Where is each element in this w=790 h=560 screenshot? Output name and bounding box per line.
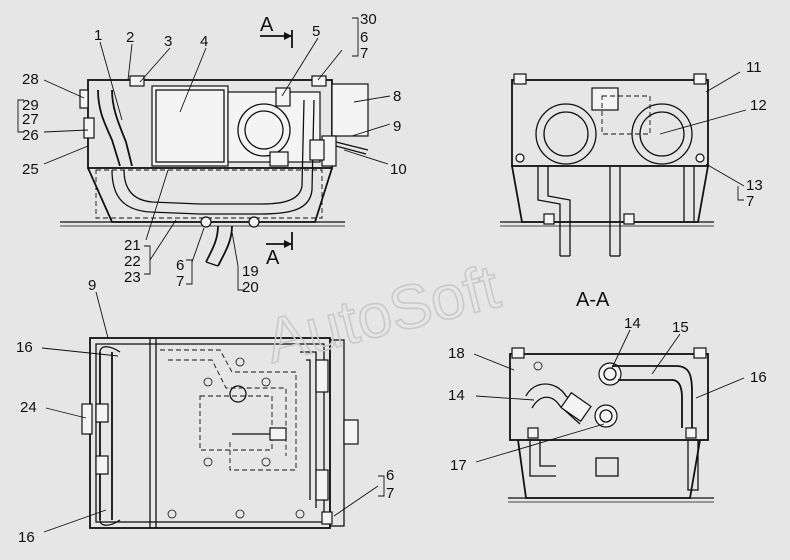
label-29: 29 <box>22 97 39 114</box>
fan-circle-outer <box>237 103 291 157</box>
front-view <box>60 75 369 267</box>
label-8: 8 <box>393 88 401 105</box>
label-5: 5 <box>312 23 320 40</box>
label-6-mid: 6 <box>176 257 184 274</box>
outlet-pipe <box>205 225 219 263</box>
callout-labels: 1 2 3 4 5 30 6 7 8 9 10 28 29 27 26 25 2… <box>16 11 767 546</box>
section-letter-bottom: A <box>266 247 280 269</box>
label-3: 3 <box>164 33 172 50</box>
label-24: 24 <box>20 399 37 416</box>
label-27: 27 <box>22 111 39 128</box>
label-7-top: 7 <box>360 45 368 62</box>
side-fan-left <box>535 103 597 165</box>
label-6-top: 6 <box>360 29 368 46</box>
fan-circle-inner <box>244 110 284 150</box>
label-13: 13 <box>746 177 763 194</box>
section-view-title: A-A <box>576 289 610 311</box>
label-25: 25 <box>22 161 39 178</box>
label-2: 2 <box>126 29 134 46</box>
label-1: 1 <box>94 27 102 44</box>
heater-unit <box>151 85 229 167</box>
label-21: 21 <box>124 237 141 254</box>
label-16-right: 16 <box>750 369 767 386</box>
label-4: 4 <box>200 33 208 50</box>
pipe-left <box>97 89 121 167</box>
section-letter-top: A <box>260 14 274 36</box>
label-22: 22 <box>124 253 141 270</box>
section-housing <box>509 353 709 441</box>
label-9-bottom: 9 <box>88 277 96 294</box>
label-10: 10 <box>390 161 407 178</box>
label-11: 11 <box>746 59 762 76</box>
fan-housing <box>227 91 321 163</box>
watermark-text: AutoSoft <box>259 252 506 376</box>
plan-view <box>81 337 359 529</box>
label-15: 15 <box>672 319 689 336</box>
label-30: 30 <box>360 11 377 28</box>
label-12: 12 <box>750 97 767 114</box>
label-18: 18 <box>448 345 465 362</box>
label-9-top: 9 <box>393 118 401 135</box>
label-28: 28 <box>22 71 39 88</box>
label-23: 23 <box>124 269 141 286</box>
control-box <box>331 83 369 137</box>
section-view: A-A <box>508 289 714 503</box>
label-20: 20 <box>242 279 259 296</box>
section-mark-bottom: A <box>266 232 293 269</box>
label-16-top: 16 <box>16 339 33 356</box>
label-7-mid: 7 <box>176 273 184 290</box>
label-26: 26 <box>22 127 39 144</box>
label-14-top: 14 <box>624 315 641 332</box>
label-7-bottom: 7 <box>386 485 394 502</box>
section-mark-top: A <box>260 14 293 48</box>
label-16-bottom: 16 <box>18 529 35 546</box>
side-view <box>500 73 714 257</box>
label-14-left: 14 <box>448 387 465 404</box>
side-fan-right <box>631 103 693 165</box>
label-17: 17 <box>450 457 467 474</box>
label-6-bottom: 6 <box>386 467 394 484</box>
leader-lines <box>17 17 747 533</box>
label-19: 19 <box>242 263 259 280</box>
label-7-right: 7 <box>746 193 754 210</box>
